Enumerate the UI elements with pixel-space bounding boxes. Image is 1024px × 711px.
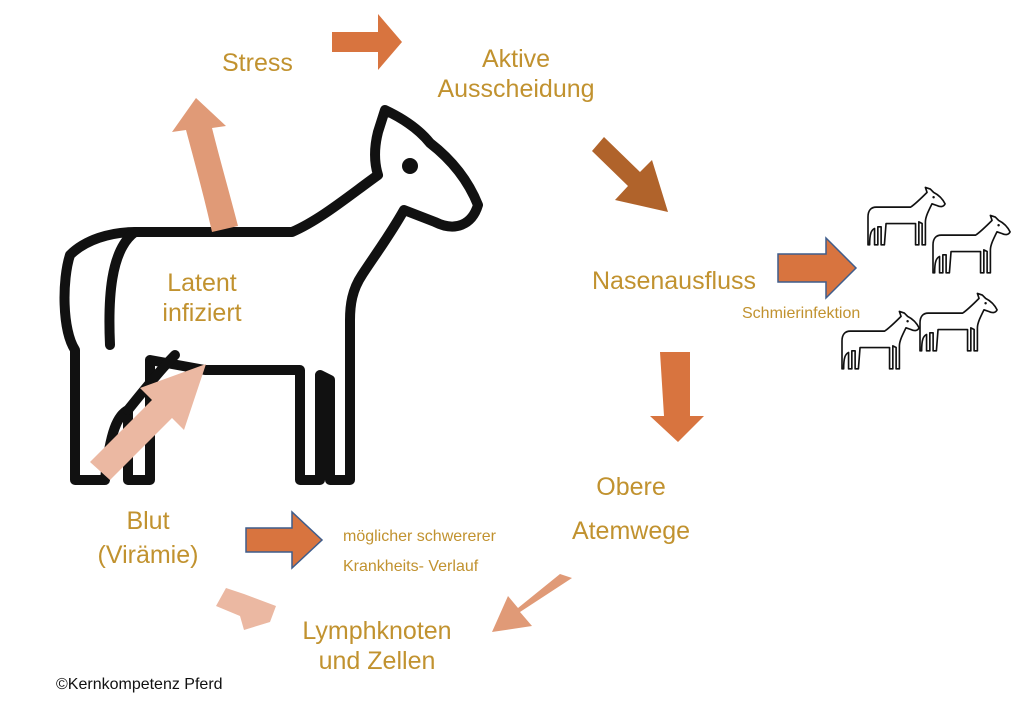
label-lymphknoten: Lymphknoten und Zellen <box>292 616 462 676</box>
label-moeglich-line2: Krankheits- Verlauf <box>343 558 479 575</box>
label-obere-atemwege: Obere Atemwege <box>566 472 696 546</box>
label-aktive-ausscheidung: Aktive Ausscheidung <box>430 44 602 104</box>
label-blut-line1: Blut <box>126 507 170 535</box>
label-aktive-line1: Aktive <box>481 45 551 73</box>
arrow-obere-to-lymph <box>492 574 572 632</box>
label-latent-line1: Latent <box>167 269 237 297</box>
label-lymph-line2: und Zellen <box>318 647 436 675</box>
label-aktive-line2: Ausscheidung <box>437 75 595 103</box>
label-obere-line1: Obere <box>596 473 666 501</box>
arrow-to-schwerer-verlauf <box>245 510 324 570</box>
arrow-latent-to-stress <box>172 98 238 232</box>
arrow-stress-to-aktive <box>332 14 402 70</box>
label-schmierinfektion: Schmierinfektion <box>742 305 861 322</box>
arrow-blut-to-latent <box>90 364 206 480</box>
label-blut-viraemie: Blut (Virämie) <box>88 506 208 570</box>
label-latent-line2: infiziert <box>162 299 242 327</box>
label-moeglich-line1: möglicher schwererer <box>343 528 496 545</box>
label-schwerer-verlauf: möglicher schwererer Krankheits- Verlauf <box>343 522 496 582</box>
arrow-to-herd <box>777 236 858 300</box>
horse-icon <box>59 105 483 485</box>
arrow-lymph-to-blut <box>216 588 276 630</box>
horse-herd-icon <box>841 186 1011 370</box>
label-blut-line2: (Virämie) <box>97 541 199 569</box>
label-obere-line2: Atemwege <box>571 517 691 545</box>
label-stress: Stress <box>222 49 293 77</box>
label-nasenausfluss: Nasenausfluss <box>592 267 756 295</box>
arrow-aktive-to-nasen <box>592 137 668 212</box>
copyright-text: ©Kernkompetenz Pferd <box>56 676 223 693</box>
arrow-nasen-to-obere <box>650 352 704 442</box>
label-lymph-line1: Lymphknoten <box>302 617 452 645</box>
label-latent-infiziert: Latent infiziert <box>148 268 256 328</box>
